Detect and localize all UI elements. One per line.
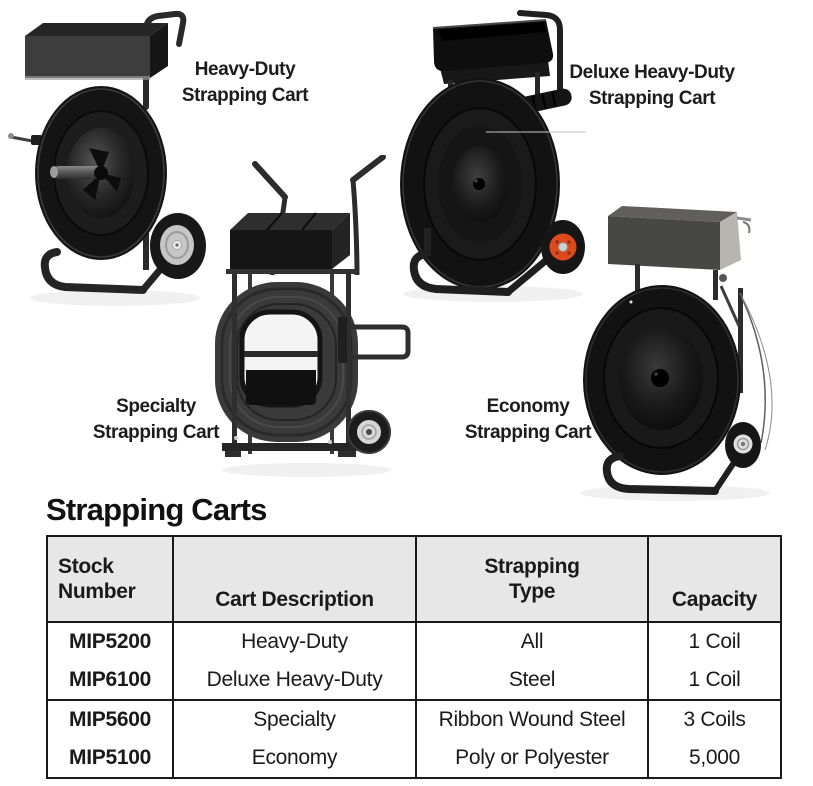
table-row: MIP5600 Specialty Ribbon Wound Steel 3 C… [46, 699, 782, 739]
col-header-stock-number: Stock Number [46, 535, 174, 623]
cell-capacity: 5,000 [647, 739, 782, 778]
strap-end [741, 297, 766, 444]
cell-cart-description: Heavy-Duty [172, 622, 417, 661]
label-line: Economy [486, 396, 570, 417]
cell-stock-number: MIP6100 [46, 661, 174, 700]
table-row: MIP6100 Deluxe Heavy-Duty Steel 1 Coil [46, 661, 782, 700]
label-economy-cart: Economy Strapping Cart [448, 394, 608, 446]
deluxe-heavy-duty-cart-image [400, 10, 586, 302]
compartment-box [226, 212, 356, 274]
strap-reel [35, 86, 167, 260]
table-row-group-2: MIP5600 Specialty Ribbon Wound Steel 3 C… [46, 699, 782, 778]
cart-wheel [725, 422, 761, 468]
cell-capacity: 3 Coils [647, 699, 782, 739]
page-title: Strapping Carts [46, 492, 267, 527]
cell-stock-number: MIP5200 [46, 622, 174, 661]
cart-wheel [347, 410, 391, 454]
table-row: MIP5200 Heavy-Duty All 1 Coil [46, 622, 782, 661]
cell-cart-description: Economy [172, 739, 417, 778]
ribbon-coil [215, 282, 358, 442]
col-header-strapping-type-text: Strapping Type [484, 555, 580, 603]
tool-tray [432, 19, 554, 84]
cart-wheel-orange-hub [541, 220, 585, 274]
cell-stock-number: MIP5100 [46, 739, 174, 778]
strap-reel [400, 78, 560, 290]
cell-strapping-type: Poly or Polyester [415, 739, 649, 778]
crank-pin [8, 133, 44, 145]
label-line: Strapping Cart [92, 422, 220, 443]
col-header-capacity: Capacity [647, 535, 782, 623]
label-line: Strapping Cart [181, 85, 309, 106]
strapping-carts-table: Stock Number Cart Description Strapping … [46, 535, 782, 779]
strap-box [608, 206, 752, 270]
strap-reel [583, 285, 741, 475]
cell-capacity: 1 Coil [647, 622, 782, 661]
label-specialty-cart: Specialty Strapping Cart [76, 394, 236, 446]
heavy-duty-cart-image [8, 10, 206, 306]
table-row: MIP5100 Economy Poly or Polyester 5,000 [46, 739, 782, 778]
strap-guide-loop [338, 317, 411, 363]
strap-box [25, 23, 168, 80]
cell-strapping-type: Ribbon Wound Steel [415, 699, 649, 739]
specialty-cart-image [215, 155, 411, 477]
cell-strapping-type: All [415, 622, 649, 661]
label-line: Heavy-Duty [194, 59, 296, 80]
cell-strapping-type: Steel [415, 661, 649, 700]
label-line: Deluxe Heavy-Duty [569, 62, 735, 83]
economy-cart-image [580, 206, 773, 501]
label-line: Specialty [116, 396, 196, 417]
cell-capacity: 1 Coil [647, 661, 782, 700]
col-header-strapping-type: Strapping Type [415, 535, 649, 623]
cell-cart-description: Deluxe Heavy-Duty [172, 661, 417, 700]
table-row-group-1: MIP5200 Heavy-Duty All 1 Coil MIP6100 De… [46, 622, 782, 700]
label-line: Strapping Cart [464, 422, 592, 443]
label-deluxe-heavy-duty-cart: Deluxe Heavy-Duty Strapping Cart [552, 60, 752, 112]
cell-cart-description: Specialty [172, 699, 417, 739]
cell-stock-number: MIP5600 [46, 699, 174, 739]
col-header-cart-description: Cart Description [172, 535, 417, 623]
table-header-row: Stock Number Cart Description Strapping … [46, 535, 782, 623]
label-heavy-duty-cart: Heavy-Duty Strapping Cart [165, 57, 325, 109]
cart-wheel [150, 213, 206, 279]
label-line: Strapping Cart [588, 88, 716, 109]
